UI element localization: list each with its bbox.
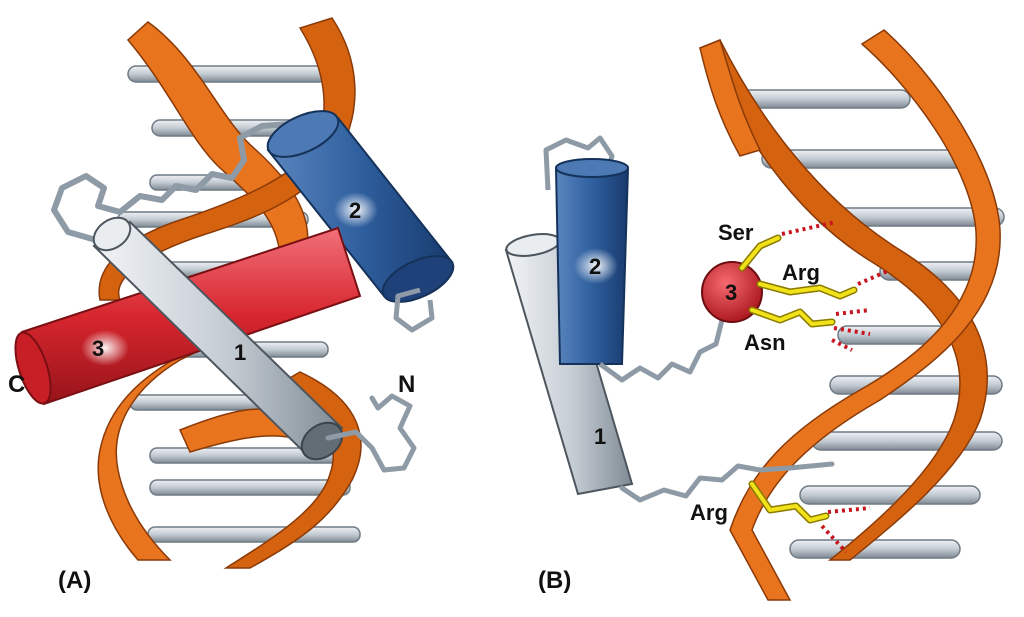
residue-arg-top-label: Arg bbox=[782, 260, 820, 285]
loop-a-n-term bbox=[325, 393, 417, 473]
helix-1-label-b: 1 bbox=[594, 424, 606, 449]
dna-backbone-b bbox=[698, 29, 1001, 601]
loop-b-top bbox=[543, 135, 615, 191]
helix-1-label-a: 1 bbox=[234, 340, 246, 365]
side-chains-b-fill bbox=[740, 236, 856, 522]
residue-ser-label: Ser bbox=[718, 220, 754, 245]
helix-1-a: 1 bbox=[92, 216, 344, 461]
helix-2-label-b: 2 bbox=[589, 254, 601, 279]
panel-b-label: (B) bbox=[538, 567, 571, 594]
loop-b-bottom bbox=[619, 461, 835, 503]
residue-asn-label: Asn bbox=[744, 330, 786, 355]
c-terminus-label: C bbox=[8, 371, 25, 398]
panel-b: 1 2 3 bbox=[504, 29, 1005, 601]
panel-a: 2 3 1 C N (A) bbox=[8, 17, 455, 594]
loop-a-helix2-tail bbox=[393, 287, 435, 333]
loop-b-mid bbox=[598, 319, 725, 383]
helix-3-label-b: 3 bbox=[725, 280, 737, 305]
helix-3-label-a: 3 bbox=[92, 336, 104, 361]
helix-2-a: 2 bbox=[266, 110, 455, 303]
panel-a-label: (A) bbox=[58, 567, 91, 594]
helix-2-b: 2 bbox=[554, 158, 630, 365]
helix-2-label-a: 2 bbox=[349, 198, 361, 223]
helix-1-b: 1 bbox=[504, 233, 634, 496]
residue-arg-bottom-label: Arg bbox=[690, 500, 728, 525]
helix-3-b: 3 bbox=[701, 261, 763, 323]
n-terminus-label: N bbox=[398, 371, 415, 398]
loop-a-top bbox=[51, 121, 293, 243]
hydrogen-bonds-b bbox=[781, 220, 891, 554]
